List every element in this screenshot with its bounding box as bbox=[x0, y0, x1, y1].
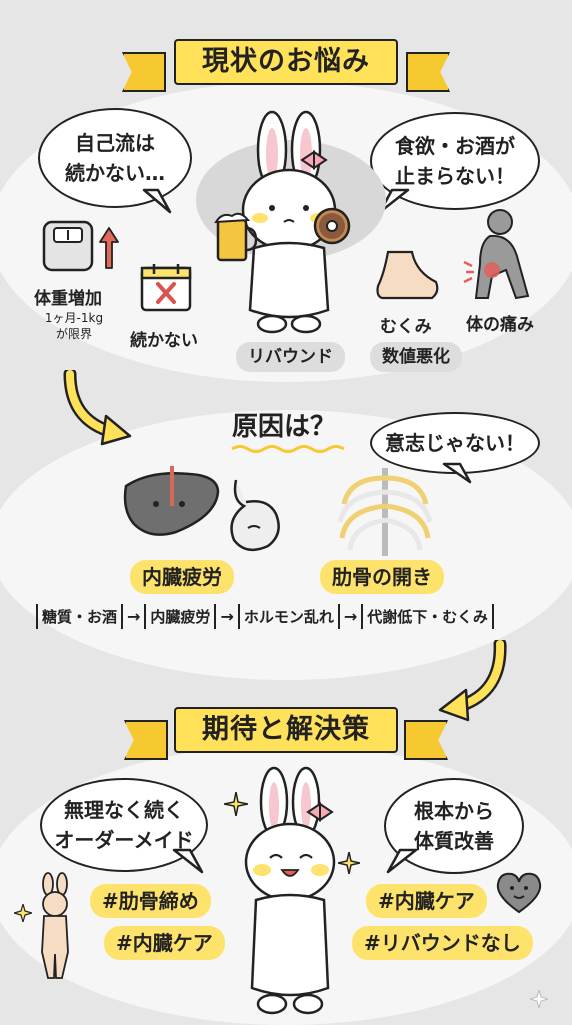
sparkle-icon bbox=[224, 792, 248, 816]
ribbon-tail-left bbox=[122, 52, 166, 92]
section2-title: 原因は？ bbox=[232, 412, 337, 442]
speech-bubble-left-tail bbox=[142, 188, 172, 214]
curved-arrow-icon bbox=[63, 370, 132, 446]
donut-icon bbox=[313, 207, 351, 245]
rebound-label: リバウンド bbox=[236, 342, 345, 372]
hashtag-organ-left: #内臓ケア bbox=[104, 926, 225, 960]
calendar-x-icon bbox=[140, 264, 192, 312]
speech-bubble-cause-tail bbox=[442, 462, 472, 484]
foot-icon bbox=[376, 250, 439, 300]
flow-arrow: → bbox=[127, 607, 141, 626]
bunny-character-worried bbox=[241, 110, 337, 334]
numbers-label: 数値悪化 bbox=[370, 342, 462, 372]
title-underline bbox=[231, 445, 345, 453]
swelling-label: むくみ bbox=[380, 317, 432, 337]
stomach-icon bbox=[230, 479, 280, 552]
flow-arrow: → bbox=[220, 607, 234, 626]
beer-icon bbox=[214, 212, 258, 262]
flow-step-3: ホルモン乱れ bbox=[237, 604, 340, 629]
cause-tag-organ: 内臓疲労 bbox=[130, 560, 234, 594]
hashtag-no-rebound: #リバウンドなし bbox=[352, 926, 533, 960]
ribbon-tail-right bbox=[404, 720, 448, 760]
curved-arrow-icon bbox=[438, 640, 507, 722]
speech-bubble-right-tail bbox=[378, 188, 410, 214]
speech-bubble-solution-right-tail bbox=[386, 848, 418, 874]
small-bunny-icon bbox=[41, 872, 69, 979]
weight-note: 1ヶ月-1kg が限界 bbox=[44, 311, 104, 341]
liver-icon bbox=[123, 466, 220, 536]
ribbon-tail-left bbox=[124, 720, 168, 760]
hashtag-organ-right: #内臓ケア bbox=[366, 884, 487, 918]
cause-flow: 糖質・お酒 → 内臓疲労 → ホルモン乱れ → 代謝低下・むくみ bbox=[36, 604, 494, 629]
ribcage-icon bbox=[337, 468, 433, 556]
sparkle-icon bbox=[338, 852, 360, 874]
section3-ribbon: 期待と解決策 bbox=[124, 707, 448, 760]
pain-label: 体の痛み bbox=[466, 315, 534, 335]
knee-pain-icon bbox=[463, 209, 530, 300]
sparkle-icon bbox=[14, 904, 32, 922]
cause-tag-rib: 肋骨の開き bbox=[320, 560, 444, 594]
ribbon-tail-right bbox=[406, 52, 450, 92]
flow-step-2: 内臓疲労 bbox=[144, 604, 217, 629]
section3-title: 期待と解決策 bbox=[174, 707, 398, 753]
hashtag-rib: #肋骨締め bbox=[90, 884, 211, 918]
flow-arrow: → bbox=[343, 607, 358, 626]
weight-label: 体重増加 bbox=[34, 289, 102, 309]
speech-bubble-left: 自己流は 続かない… bbox=[38, 108, 192, 208]
calendar-label: 続かない bbox=[130, 331, 198, 351]
flow-step-1: 糖質・お酒 bbox=[36, 604, 124, 629]
section1-ribbon: 現状のお悩み bbox=[122, 39, 450, 92]
sparkle-icon bbox=[530, 990, 548, 1008]
flow-step-4: 代謝低下・むくみ bbox=[361, 604, 494, 629]
heart-face-icon bbox=[496, 872, 542, 914]
section1-title: 現状のお悩み bbox=[174, 39, 398, 85]
speech-bubble-solution-left: 無理なく続く オーダーメイド bbox=[40, 778, 208, 872]
up-arrow-icon bbox=[99, 227, 119, 269]
scale-icon bbox=[42, 220, 94, 272]
speech-bubble-solution-left-tail bbox=[172, 848, 204, 874]
bunny-character-happy bbox=[244, 766, 336, 1015]
